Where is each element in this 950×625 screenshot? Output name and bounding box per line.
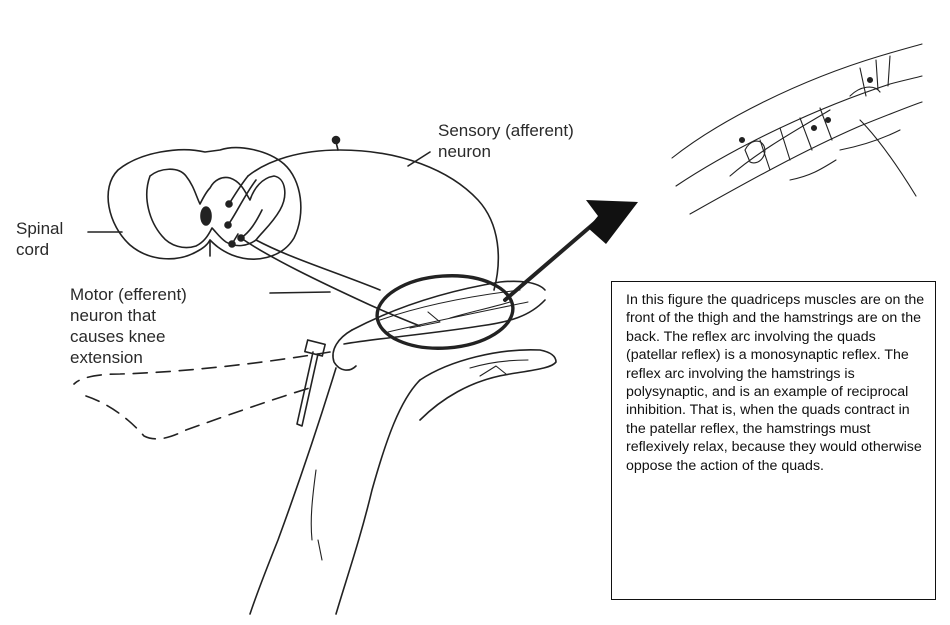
- calf-outline: [420, 350, 556, 420]
- motor-leader-line: [270, 292, 330, 293]
- central-canal: [201, 207, 211, 225]
- calf-muscle-detail: [470, 360, 528, 376]
- magnify-arrow-shaft: [505, 220, 598, 300]
- gray-matter: [147, 169, 285, 247]
- motor-neuron-fiber: [241, 238, 420, 326]
- spinal-cord-outline: [108, 148, 301, 259]
- shin-bone-line: [311, 470, 322, 560]
- motor-neuron-fiber-2: [256, 240, 380, 290]
- spinal-cord-label: Spinal cord: [16, 218, 86, 260]
- shin-front: [250, 368, 336, 614]
- magnify-arrow-head: [586, 200, 638, 244]
- caption-box: In this figure the quadriceps muscles ar…: [611, 281, 936, 600]
- sensory-neuron-fiber: [248, 150, 498, 290]
- sensory-leader-line: [408, 152, 430, 166]
- reflex-hammer-head: [305, 340, 325, 356]
- sensory-neuron-label: Sensory (afferent) neuron: [438, 120, 608, 162]
- motor-neuron-label: Motor (efferent) neuron that causes knee…: [70, 284, 260, 368]
- dorsal-root-ganglion-body: [333, 137, 340, 144]
- magnified-muscle-drawing: [672, 44, 922, 214]
- shin-back: [336, 380, 420, 614]
- knee-outline: [333, 330, 356, 370]
- muscle-highlight-circle: [375, 271, 516, 352]
- extended-leg-dashed-lower: [86, 386, 316, 439]
- caption-text: In this figure the quadriceps muscles ar…: [626, 291, 925, 475]
